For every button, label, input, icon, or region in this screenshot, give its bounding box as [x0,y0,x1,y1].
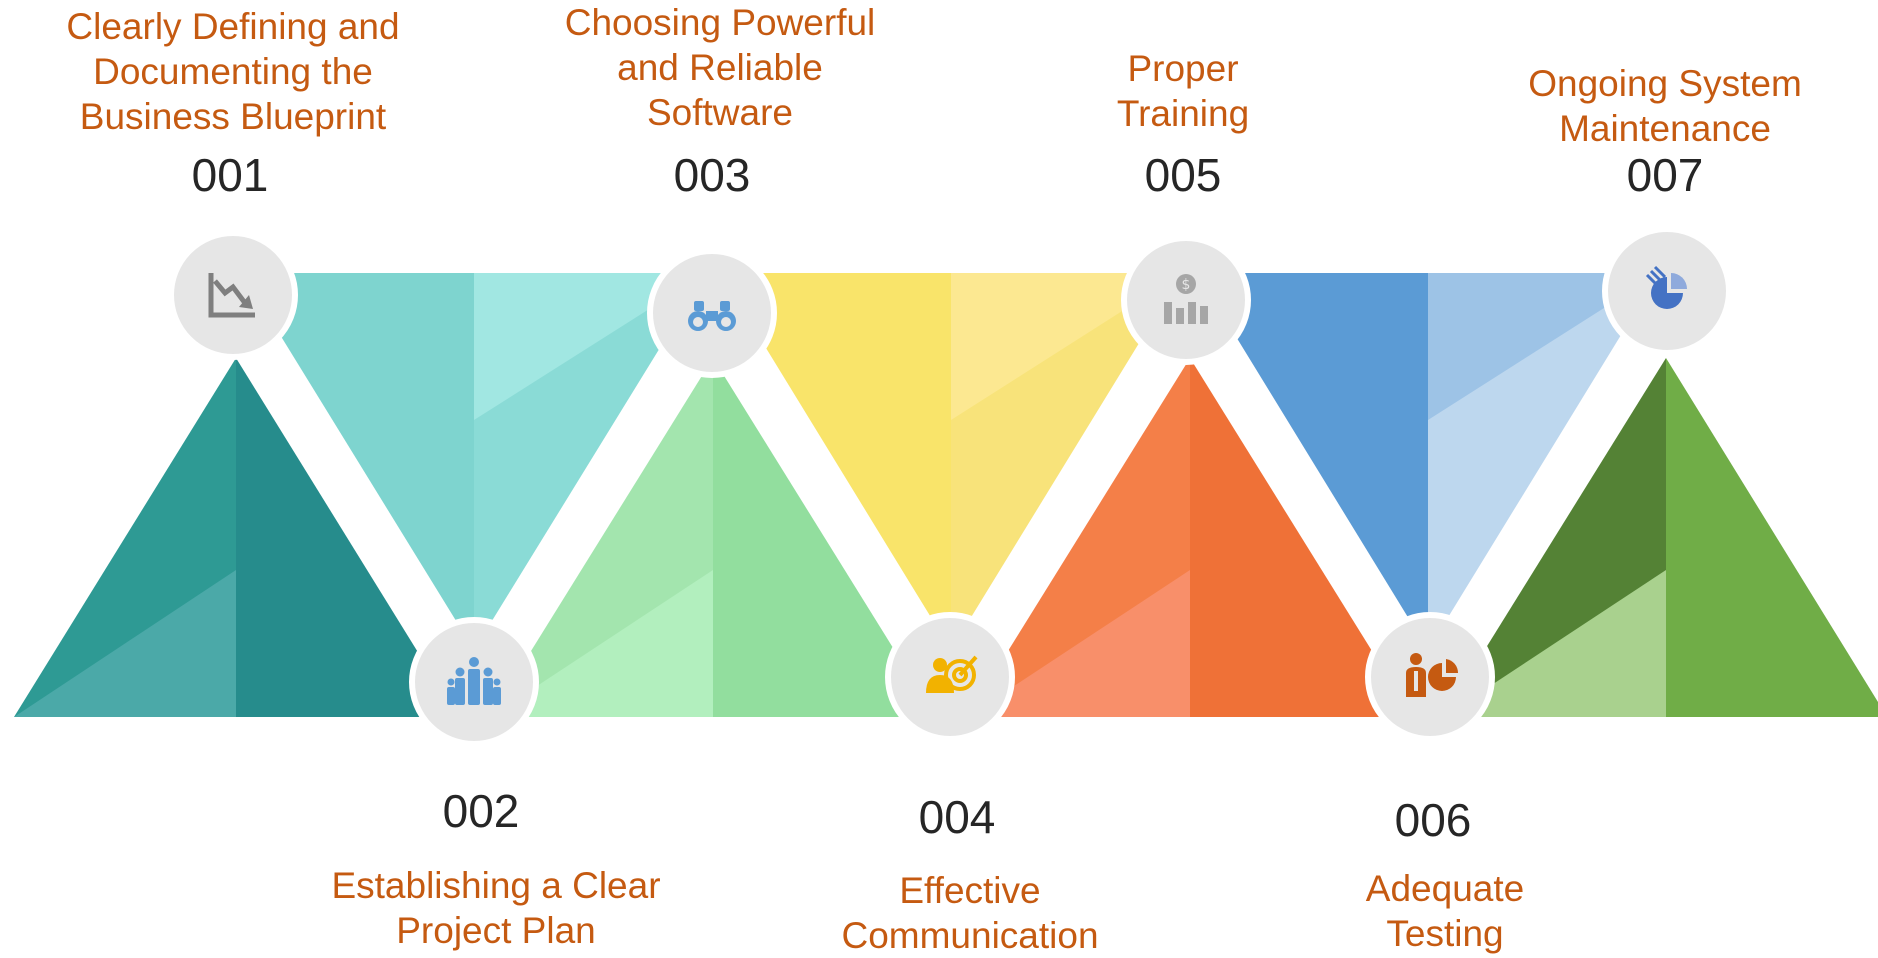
step-4-circle [885,612,1015,742]
step-5-circle: $ [1121,235,1251,365]
step-4-title: Effective Communication [841,870,1099,956]
step-7-title: Ongoing System Maintenance [1528,63,1802,149]
step-5-number: 005 [1144,149,1222,201]
triangle-step-1 [14,358,458,717]
step-1-title: Clearly Defining and Documenting the Bus… [66,6,400,137]
step-5-title: Proper Training [1116,48,1250,134]
triangle-step-7 [1443,358,1878,717]
target-person-icon [926,655,978,693]
team-icon [447,657,501,705]
step-7-circle [1602,226,1732,356]
step-6-title: Adequate Testing [1365,868,1525,954]
step-3-number: 003 [673,149,751,201]
step-7-number: 007 [1626,149,1704,201]
money-bar-chart-icon: $ [1164,274,1208,324]
triangle-step-6 [1197,273,1659,650]
triangle-step-3 [490,358,936,717]
step-3-circle [647,248,777,378]
step-3-title: Choosing Powerful and Reliable Software [564,2,876,133]
step-1-number: 001 [191,149,269,201]
step-6-number: 006 [1394,794,1472,846]
step-4-number: 004 [918,791,996,843]
step-6-circle [1365,612,1495,742]
step-1-circle [168,230,298,360]
step-2-circle [409,617,539,747]
step-2-number: 002 [442,785,520,837]
binoculars-icon [688,301,736,331]
presenter-pie-chart-icon [1406,653,1458,697]
pie-chart-icon [1645,265,1687,309]
declining-chart-icon [208,273,255,318]
svg-text:$: $ [1182,277,1191,293]
step-2-title: Establishing a Clear Project Plan [331,865,661,951]
triangle-step-2 [242,273,706,650]
triangle-step-5 [967,358,1413,717]
